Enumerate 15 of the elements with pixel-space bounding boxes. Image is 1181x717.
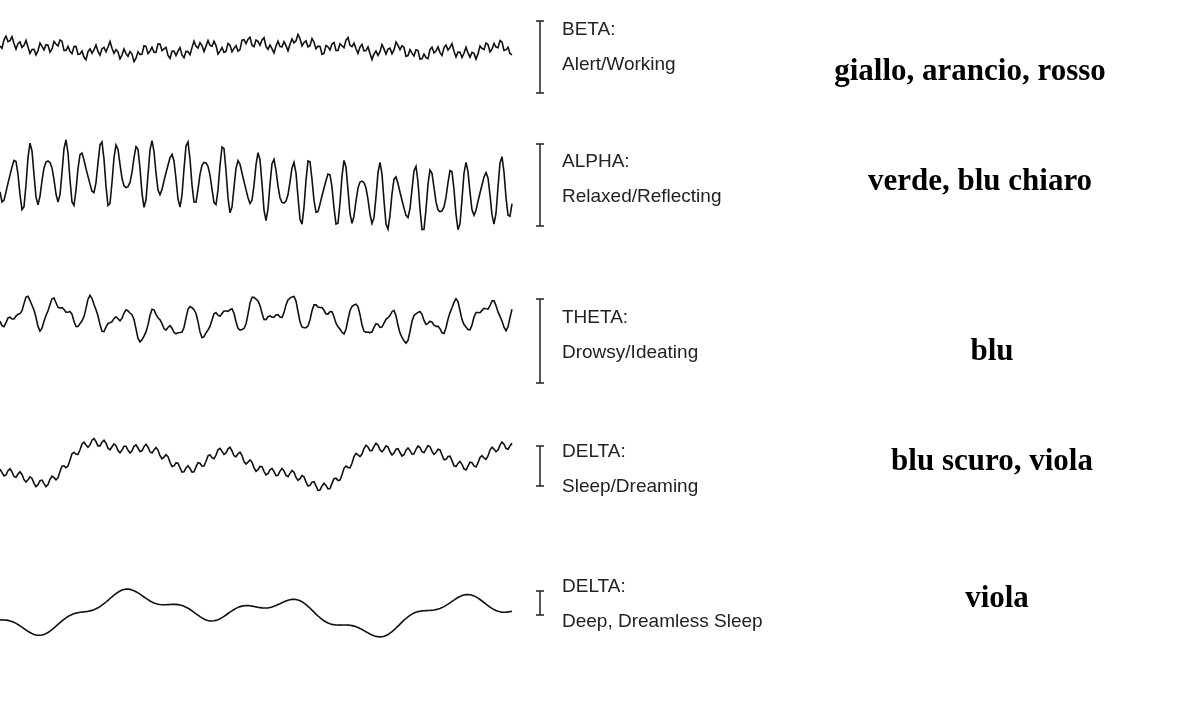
band-name: ALPHA:: [562, 150, 631, 171]
state-description: Sleep/Dreaming: [562, 475, 700, 496]
band-name: BETA:: [562, 18, 617, 39]
state-description: Deep, Dreamless Sleep: [562, 610, 764, 631]
band-name: DELTA:: [562, 575, 627, 596]
color-list: blu scuro, viola: [891, 436, 1093, 484]
color-list: blu: [970, 326, 1014, 374]
color-list: giallo, arancio, rosso: [834, 46, 1106, 94]
color-list: verde, blu chiaro: [867, 156, 1093, 204]
color-list: viola: [965, 573, 1029, 621]
state-description: Relaxed/Reflecting: [562, 185, 723, 206]
band-name: THETA:: [562, 306, 630, 327]
band-name: DELTA:: [562, 440, 627, 461]
state-description: Drowsy/Ideating: [562, 341, 700, 362]
state-description: Alert/Working: [562, 53, 677, 74]
